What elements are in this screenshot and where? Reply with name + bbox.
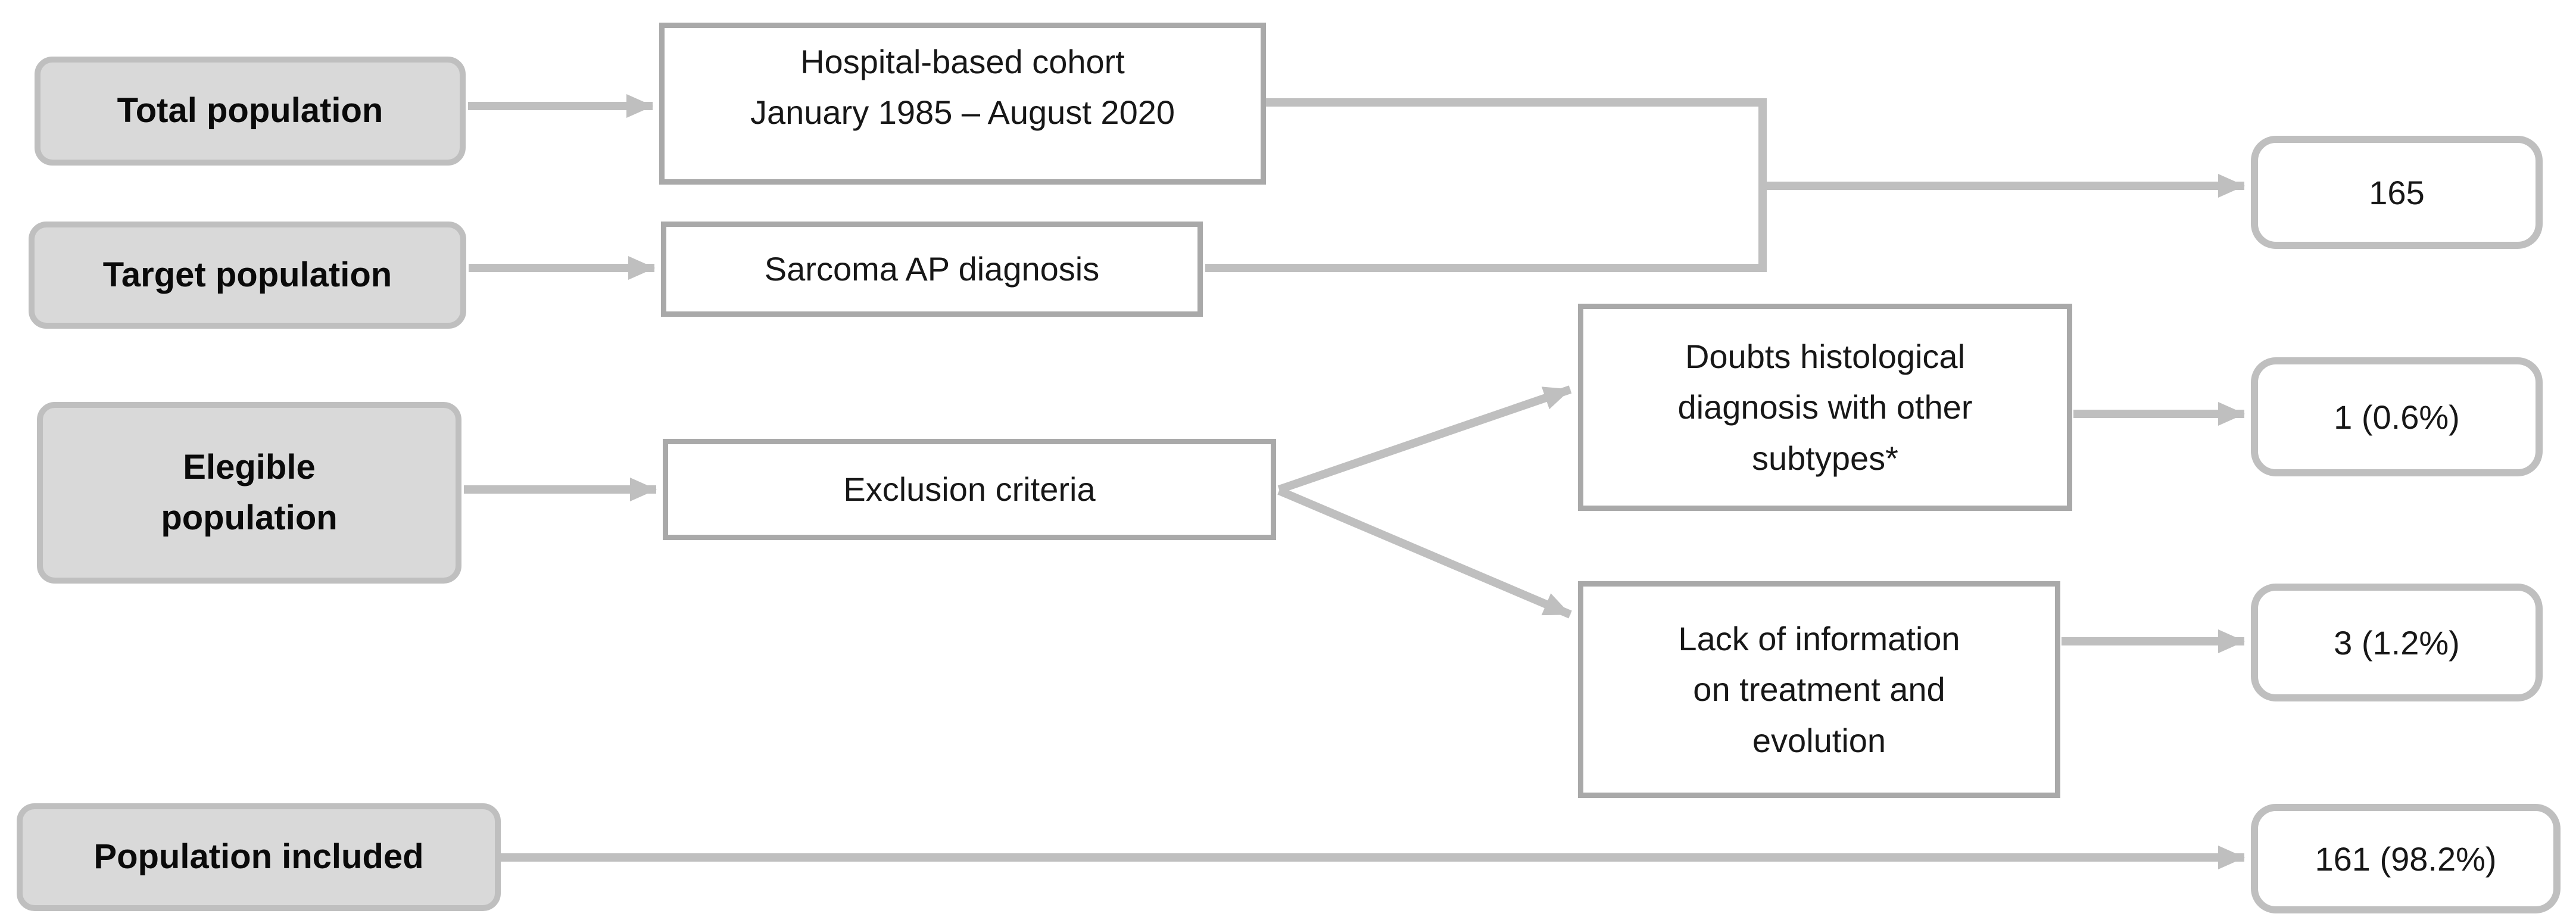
step-box-sarcoma-diagnosis: Sarcoma AP diagnosis [661, 222, 1203, 317]
count-box-total: 165 [2251, 136, 2543, 249]
connector-merge-bracket [1205, 98, 1767, 272]
connector-exclusion-to-doubts [1277, 385, 1572, 494]
step-box-doubts-histological: Doubts histological diagnosis with other… [1578, 304, 2072, 511]
stage-box-total-population: Total population [35, 57, 466, 166]
count-box-lack: 3 (1.2%) [2251, 584, 2543, 701]
count-box-included: 161 (98.2%) [2251, 804, 2561, 913]
step-box-hospital-cohort: Hospital-based cohort January 1985 – Aug… [659, 23, 1266, 185]
count-box-doubts: 1 (0.6%) [2251, 357, 2543, 476]
step-box-lack-information: Lack of information on treatment and evo… [1578, 581, 2060, 798]
stage-box-target-population: Target population [29, 222, 466, 329]
stage-box-elegible-population: Elegible population [37, 402, 461, 584]
connector-exclusion-to-lack [1277, 486, 1572, 619]
stage-box-population-included: Population included [17, 803, 501, 911]
step-box-exclusion-criteria: Exclusion criteria [663, 439, 1276, 540]
